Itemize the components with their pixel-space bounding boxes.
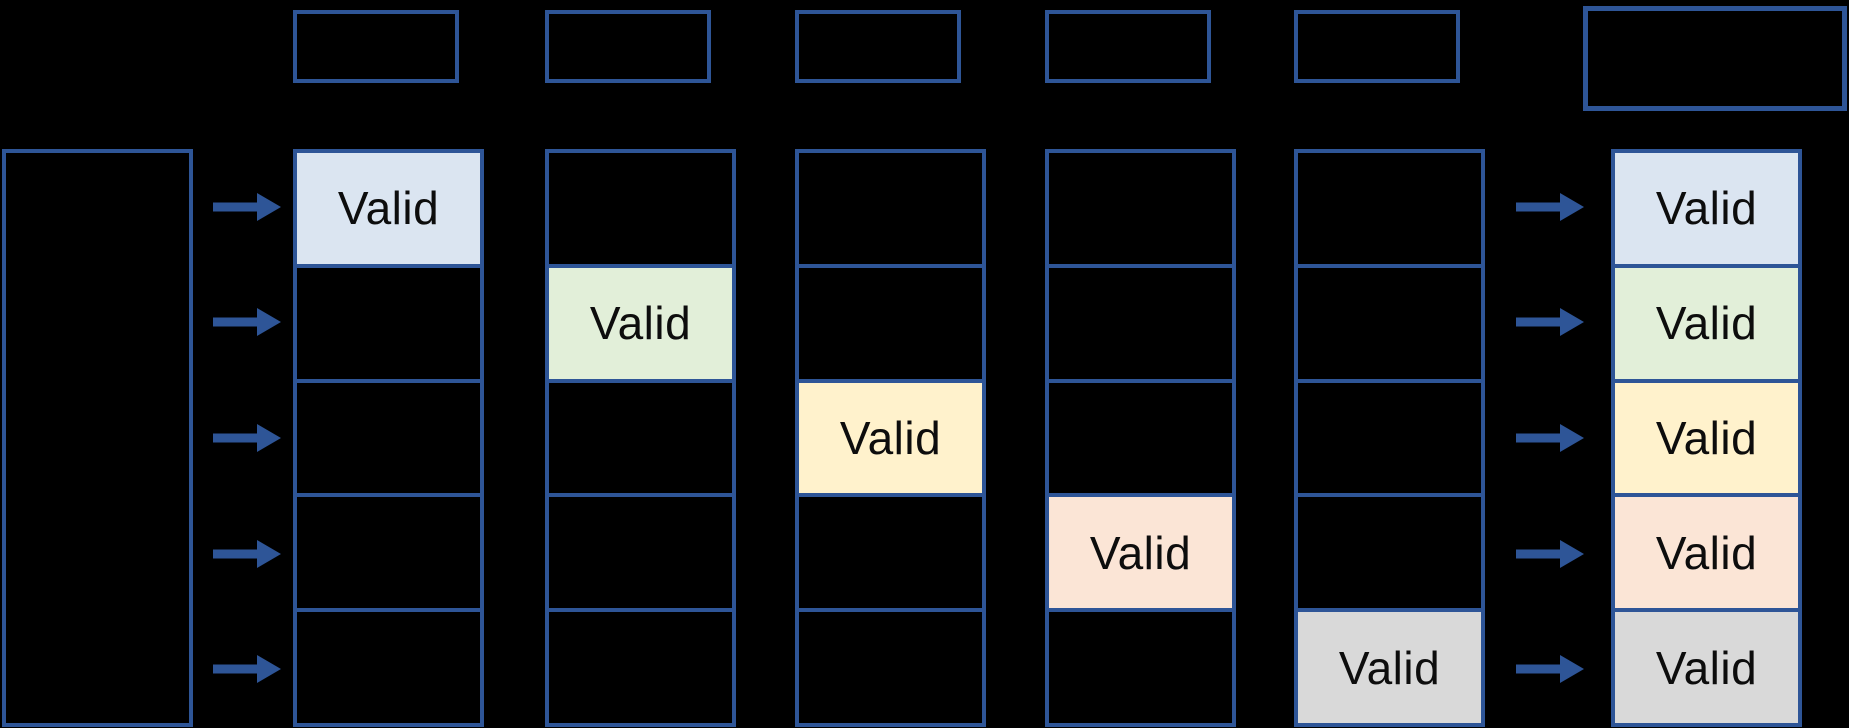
valid-cell-label: Valid [589,297,692,350]
valid-cell-label: Valid [1655,182,1758,235]
empty-cell [1298,493,1481,609]
empty-cell [549,378,732,494]
valid-cell: Valid [1615,378,1798,494]
valid-cell-label: Valid [1338,641,1441,694]
empty-cell [549,153,732,264]
arrow-icon [213,308,281,337]
arrow-icon [1516,655,1584,684]
empty-cell [799,493,982,609]
arrow-icon [213,424,281,452]
valid-cell: Valid [1049,493,1232,609]
table-column-2: Valid [545,149,736,727]
valid-cell: Valid [1615,608,1798,723]
arrow-icon [1516,192,1584,221]
valid-cell-label: Valid [1655,641,1758,694]
empty-cell [799,263,982,379]
empty-cell [799,153,982,264]
header-box-5 [1294,10,1460,83]
empty-cell [297,493,480,609]
input-arrow-row-5 [213,654,281,684]
arrow-icon [213,539,281,568]
valid-cell: Valid [1615,153,1798,264]
result-header-box [1583,6,1847,111]
valid-cell-label: Valid [337,182,440,235]
arrow-icon [213,192,281,221]
empty-cell [549,493,732,609]
input-arrow-row-2 [213,307,281,337]
empty-cell [297,608,480,723]
output-arrow-row-5 [1516,654,1584,684]
table-column-3: Valid [795,149,986,727]
source-box [2,149,193,727]
empty-cell [1049,378,1232,494]
output-arrow-row-2 [1516,307,1584,337]
valid-cell-label: Valid [1655,526,1758,579]
input-arrow-row-4 [213,539,281,569]
empty-cell [1049,608,1232,723]
table-column-1: Valid [293,149,484,727]
input-arrow-row-3 [213,423,281,453]
empty-cell [1049,153,1232,264]
arrow-icon [1516,539,1584,568]
valid-cell: Valid [1615,493,1798,609]
empty-cell [549,608,732,723]
empty-cell [297,263,480,379]
empty-cell [1298,263,1481,379]
valid-cell: Valid [1615,263,1798,379]
valid-cell: Valid [1298,608,1481,723]
empty-cell [297,378,480,494]
valid-cell-label: Valid [1655,297,1758,350]
valid-cell-label: Valid [839,411,942,464]
valid-cell-label: Valid [1089,526,1192,579]
header-box-2 [545,10,711,83]
empty-cell [1298,378,1481,494]
output-arrow-row-1 [1516,192,1584,222]
arrow-icon [213,655,281,684]
valid-cell: Valid [549,263,732,379]
table-column-4: Valid [1045,149,1236,727]
empty-cell [1049,263,1232,379]
empty-cell [799,608,982,723]
valid-cell: Valid [297,153,480,264]
valid-cell: Valid [799,378,982,494]
output-arrow-row-4 [1516,539,1584,569]
input-arrow-row-1 [213,192,281,222]
arrow-icon [1516,308,1584,337]
header-box-4 [1045,10,1211,83]
output-arrow-row-3 [1516,423,1584,453]
header-box-1 [293,10,459,83]
header-box-3 [795,10,961,83]
valid-cell-label: Valid [1655,411,1758,464]
empty-cell [1298,153,1481,264]
table-column-5: Valid [1294,149,1485,727]
arrow-icon [1516,424,1584,452]
